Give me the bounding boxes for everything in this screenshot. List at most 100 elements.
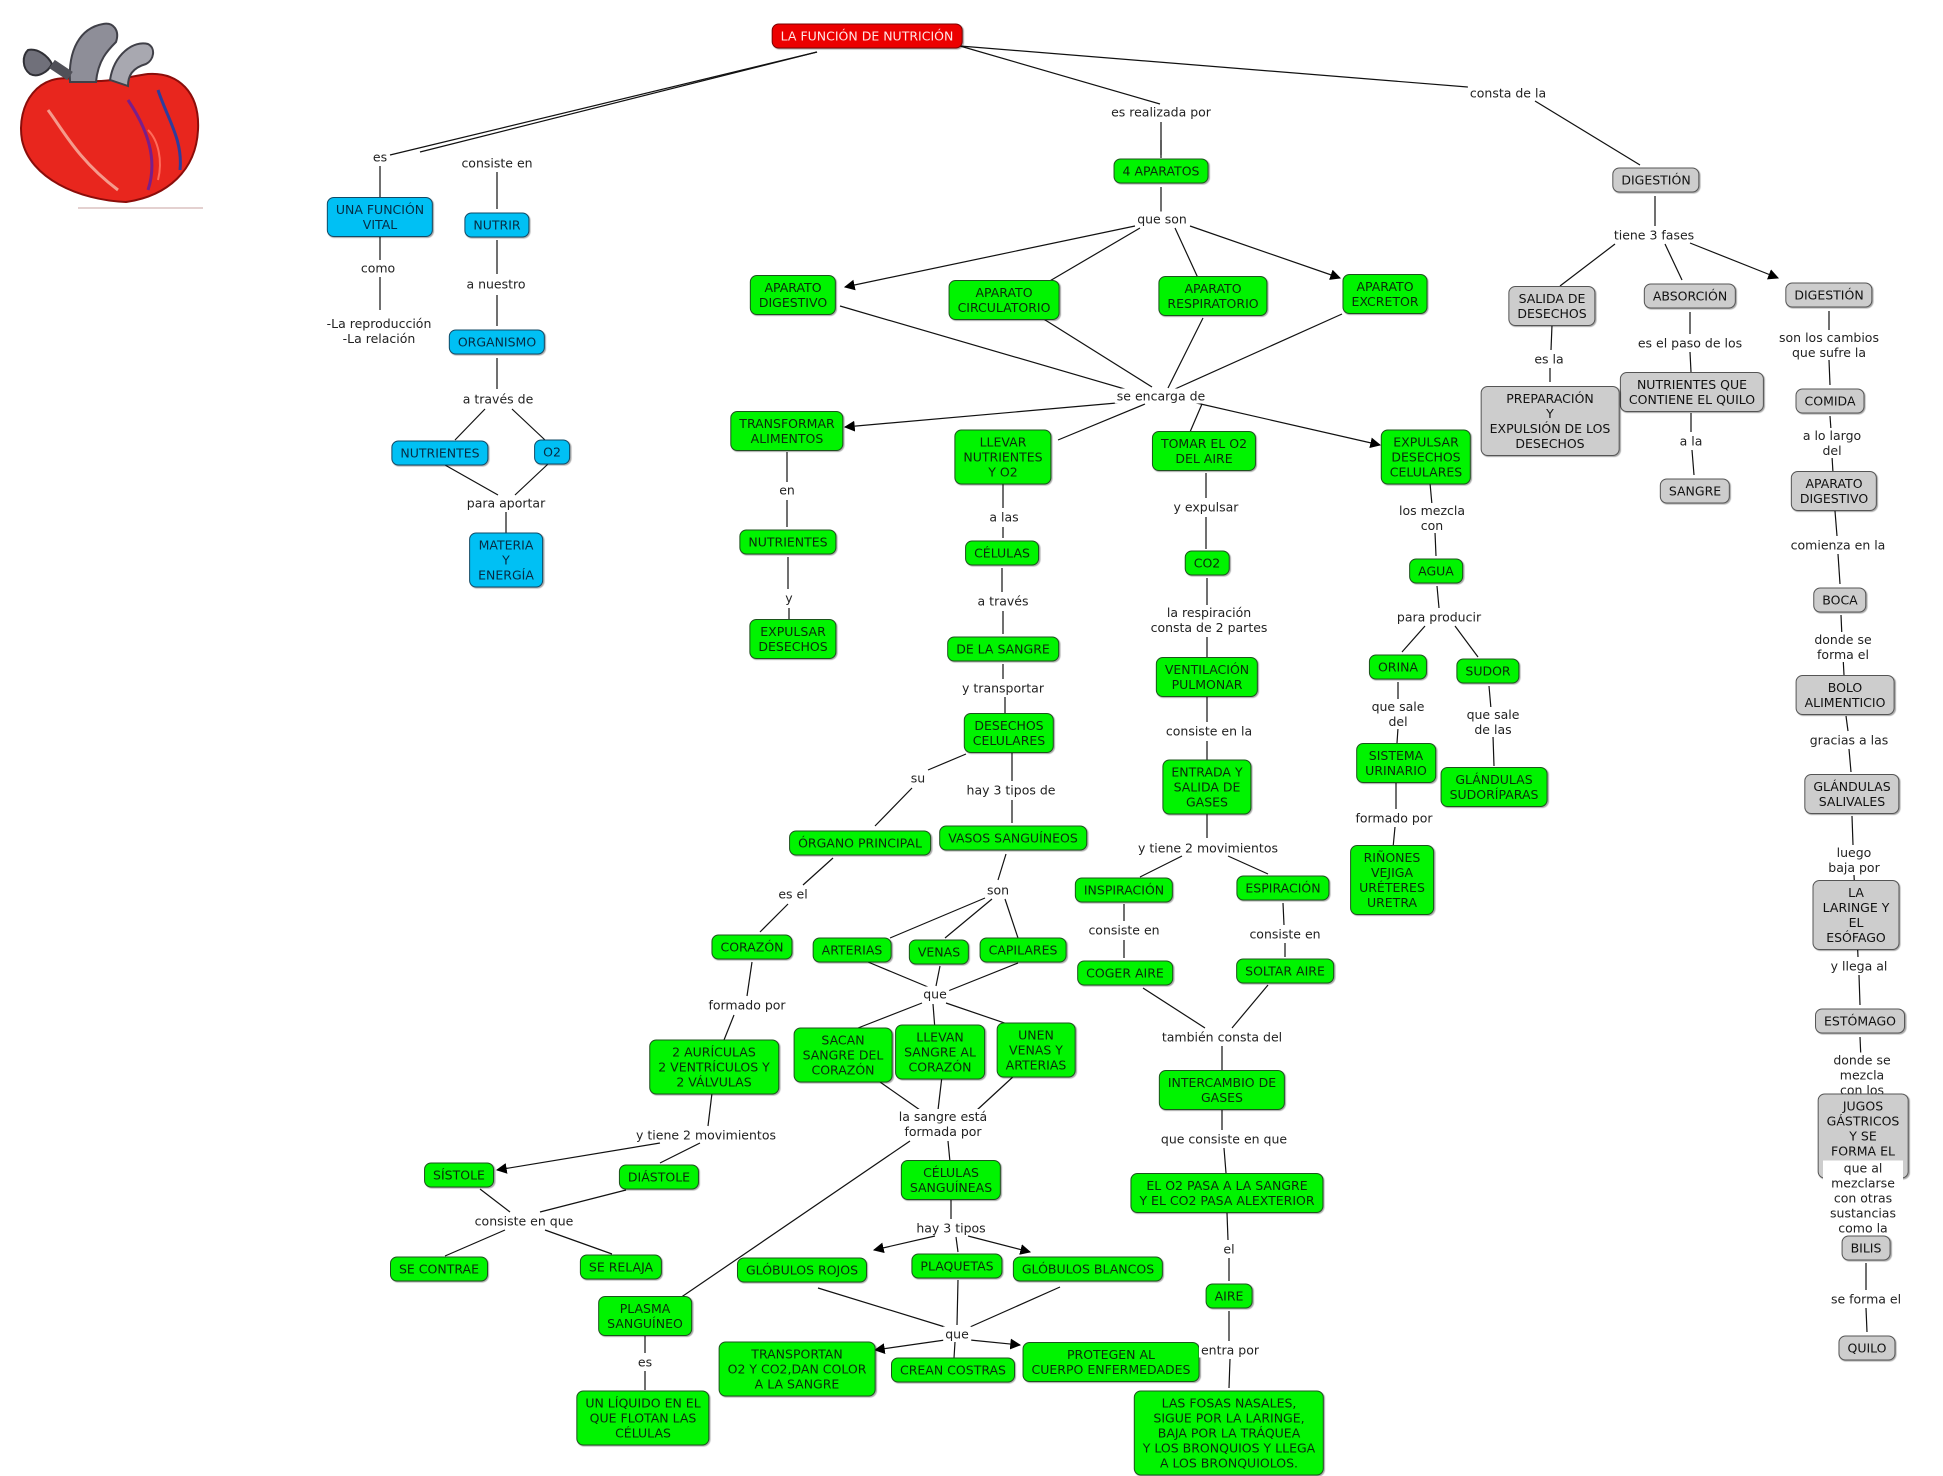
node-aire[interactable]: AIRE: [1206, 1284, 1253, 1309]
node-llevar-nutrientes[interactable]: LLEVAR NUTRIENTES Y O2: [954, 430, 1051, 485]
node-4-aparatos[interactable]: 4 APARATOS: [1114, 159, 1209, 184]
link-gracias-a-las: gracias a las: [1808, 733, 1891, 748]
connector-line: [1535, 101, 1640, 165]
node-organo-principal[interactable]: ÓRGANO PRINCIPAL: [789, 831, 931, 856]
node-nutrientes-blue[interactable]: NUTRIENTES: [391, 441, 488, 466]
link-y-expulsar: y expulsar: [1172, 500, 1241, 515]
node-crean-costras[interactable]: CREAN COSTRAS: [891, 1358, 1015, 1383]
node-unen-venas[interactable]: UNEN VENAS Y ARTERIAS: [997, 1023, 1076, 1078]
link-hay-3-tipos: hay 3 tipos: [914, 1221, 987, 1236]
link-consiste-en-que: consiste en que: [473, 1214, 576, 1229]
node-orina[interactable]: ORINA: [1369, 655, 1427, 680]
node-tomar-o2[interactable]: TOMAR EL O2 DEL AIRE: [1152, 431, 1256, 471]
node-quilo[interactable]: QUILO: [1838, 1336, 1895, 1361]
node-arterias[interactable]: ARTERIAS: [813, 938, 892, 963]
node-intercambio-gases[interactable]: INTERCAMBIO DE GASES: [1159, 1070, 1285, 1110]
node-comida[interactable]: COMIDA: [1796, 389, 1865, 414]
link-a-lo-largo-del: a lo largo del: [1801, 428, 1863, 458]
node-espiracion[interactable]: ESPIRACIÓN: [1236, 876, 1329, 901]
node-digestion-fase[interactable]: DIGESTIÓN: [1785, 283, 1872, 308]
node-entrada-salida-gases[interactable]: ENTRADA Y SALIDA DE GASES: [1162, 760, 1251, 815]
node-diastole[interactable]: DIÁSTOLE: [619, 1165, 699, 1190]
node-organismo[interactable]: ORGANISMO: [449, 330, 545, 355]
connector-line: [1168, 318, 1203, 388]
node-plasma-sanguineo[interactable]: PLASMA SANGUÍNEO: [598, 1296, 692, 1336]
node-bilis[interactable]: BILIS: [1842, 1236, 1891, 1261]
node-aparato-digestivo-gris[interactable]: APARATO DIGESTIVO: [1791, 471, 1877, 511]
connector-line: [540, 1190, 626, 1212]
node-protegen[interactable]: PROTEGEN AL CUERPO ENFERMEDADES: [1023, 1342, 1200, 1382]
node-nutrir[interactable]: NUTRIR: [464, 213, 529, 238]
node-corazon[interactable]: CORAZÓN: [711, 935, 792, 960]
node-liquido[interactable]: UN LÍQUIDO EN EL QUE FLOTAN LAS CÉLULAS: [576, 1391, 709, 1446]
node-celulas[interactable]: CÉLULAS: [965, 541, 1039, 566]
node-capilares[interactable]: CAPILARES: [980, 938, 1067, 963]
node-desechos-celulares[interactable]: DESECHOS CELULARES: [964, 713, 1054, 753]
node-salida-desechos[interactable]: SALIDA DE DESECHOS: [1508, 286, 1595, 326]
node-o2-pasa-sangre[interactable]: EL O2 PASA A LA SANGRE Y EL CO2 PASA ALE…: [1130, 1173, 1323, 1213]
connector-line: [1175, 228, 1198, 278]
connector-line: [936, 966, 940, 986]
connector-line: [1692, 450, 1694, 475]
connector-line: [545, 1230, 612, 1254]
node-auriculas[interactable]: 2 AURÍCULAS 2 VENTRÍCULOS Y 2 VÁLVULAS: [649, 1040, 779, 1095]
node-vasos-sanguineos[interactable]: VASOS SANGUÍNEOS: [939, 826, 1087, 851]
node-de-la-sangre[interactable]: DE LA SANGRE: [947, 637, 1059, 662]
node-se-relaja[interactable]: SE RELAJA: [580, 1255, 662, 1280]
node-o2[interactable]: O2: [534, 440, 570, 465]
node-globulos-blancos[interactable]: GLÓBULOS BLANCOS: [1013, 1257, 1163, 1282]
node-nutrientes[interactable]: NUTRIENTES: [739, 530, 836, 555]
connector-arrow: [1690, 243, 1778, 278]
node-globulos-rojos[interactable]: GLÓBULOS ROJOS: [737, 1258, 867, 1283]
node-co2[interactable]: CO2: [1185, 551, 1230, 576]
node-agua[interactable]: AGUA: [1409, 559, 1463, 584]
link-para-producir: para producir: [1395, 610, 1483, 625]
node-celulas-sanguineas[interactable]: CÉLULAS SANGUÍNEAS: [901, 1160, 1001, 1200]
node-preparacion-expulsion[interactable]: PREPARACIÓN Y EXPULSIÓN DE LOS DESECHOS: [1481, 386, 1620, 456]
link-formado-por-excretor: formado por: [1353, 811, 1434, 826]
node-absorcion[interactable]: ABSORCIÓN: [1644, 284, 1736, 309]
node-coger-aire[interactable]: COGER AIRE: [1077, 961, 1173, 986]
connector-line: [1455, 626, 1478, 657]
node-fosas-nasales[interactable]: LAS FOSAS NASALES, SIGUE POR LA LARINGE,…: [1134, 1391, 1324, 1476]
node-nutrientes-quilo[interactable]: NUTRIENTES QUE CONTIENE EL QUILO: [1620, 372, 1764, 412]
node-digestion[interactable]: DIGESTIÓN: [1612, 168, 1699, 193]
node-sudor[interactable]: SUDOR: [1456, 659, 1519, 684]
title-node[interactable]: LA FUNCIÓN DE NUTRICIÓN: [772, 24, 963, 49]
link-a-traves-de: a través de: [461, 392, 536, 407]
node-glandulas-salivales[interactable]: GLÁNDULAS SALIVALES: [1804, 774, 1899, 814]
node-sistole[interactable]: SÍSTOLE: [424, 1163, 494, 1188]
node-transformar-alimentos[interactable]: TRANSFORMAR ALIMENTOS: [730, 411, 843, 451]
node-expulsar-desechos-celulares[interactable]: EXPULSAR DESECHOS CELULARES: [1381, 430, 1471, 485]
connector-line: [803, 858, 833, 885]
node-ventilacion-pulmonar[interactable]: VENTILACIÓN PULMONAR: [1156, 657, 1258, 697]
node-sacan-sangre[interactable]: SACAN SANGRE DEL CORAZÓN: [794, 1028, 893, 1083]
node-aparato-circulatorio[interactable]: APARATO CIRCULATORIO: [949, 280, 1060, 320]
node-soltar-aire[interactable]: SOLTAR AIRE: [1236, 959, 1334, 984]
node-expulsar-desechos[interactable]: EXPULSAR DESECHOS: [749, 619, 836, 659]
connector-line: [1175, 314, 1342, 389]
node-rinones[interactable]: RIÑONES VEJIGA URÉTERES URETRA: [1350, 845, 1434, 915]
node-sistema-urinario[interactable]: SISTEMA URINARIO: [1356, 743, 1436, 783]
node-materia-energia[interactable]: MATERIA Y ENERGÍA: [469, 533, 543, 588]
node-inspiracion[interactable]: INSPIRACIÓN: [1075, 878, 1173, 903]
node-bolo-alimenticio[interactable]: BOLO ALIMENTICIO: [1796, 675, 1895, 715]
connector-line: [948, 963, 1018, 991]
node-boca[interactable]: BOCA: [1813, 588, 1866, 613]
node-transportan[interactable]: TRANSPORTAN O2 Y CO2,DAN COLOR A LA SANG…: [719, 1342, 876, 1397]
node-aparato-excretor[interactable]: APARATO EXCRETOR: [1342, 274, 1427, 314]
node-venas[interactable]: VENAS: [909, 940, 969, 965]
connector-line: [1437, 586, 1439, 608]
node-funcion-vital[interactable]: UNA FUNCIÓN VITAL: [327, 197, 433, 237]
node-aparato-respiratorio[interactable]: APARATO RESPIRATORIO: [1158, 276, 1267, 316]
node-aparato-digestivo[interactable]: APARATO DIGESTIVO: [750, 275, 836, 315]
node-laringe-esofago[interactable]: LA LARINGE Y EL ESÓFAGO: [1813, 880, 1900, 950]
node-glandulas-sudoriparas[interactable]: GLÁNDULAS SUDORÍPARAS: [1441, 767, 1548, 807]
node-llevan-sangre[interactable]: LLEVAN SANGRE AL CORAZÓN: [895, 1025, 985, 1080]
node-sangre[interactable]: SANGRE: [1660, 479, 1730, 504]
node-se-contrae[interactable]: SE CONTRAE: [390, 1257, 488, 1282]
node-estomago[interactable]: ESTÓMAGO: [1815, 1009, 1905, 1034]
link-en: en: [777, 483, 797, 498]
node-plaquetas[interactable]: PLAQUETAS: [911, 1254, 1002, 1279]
